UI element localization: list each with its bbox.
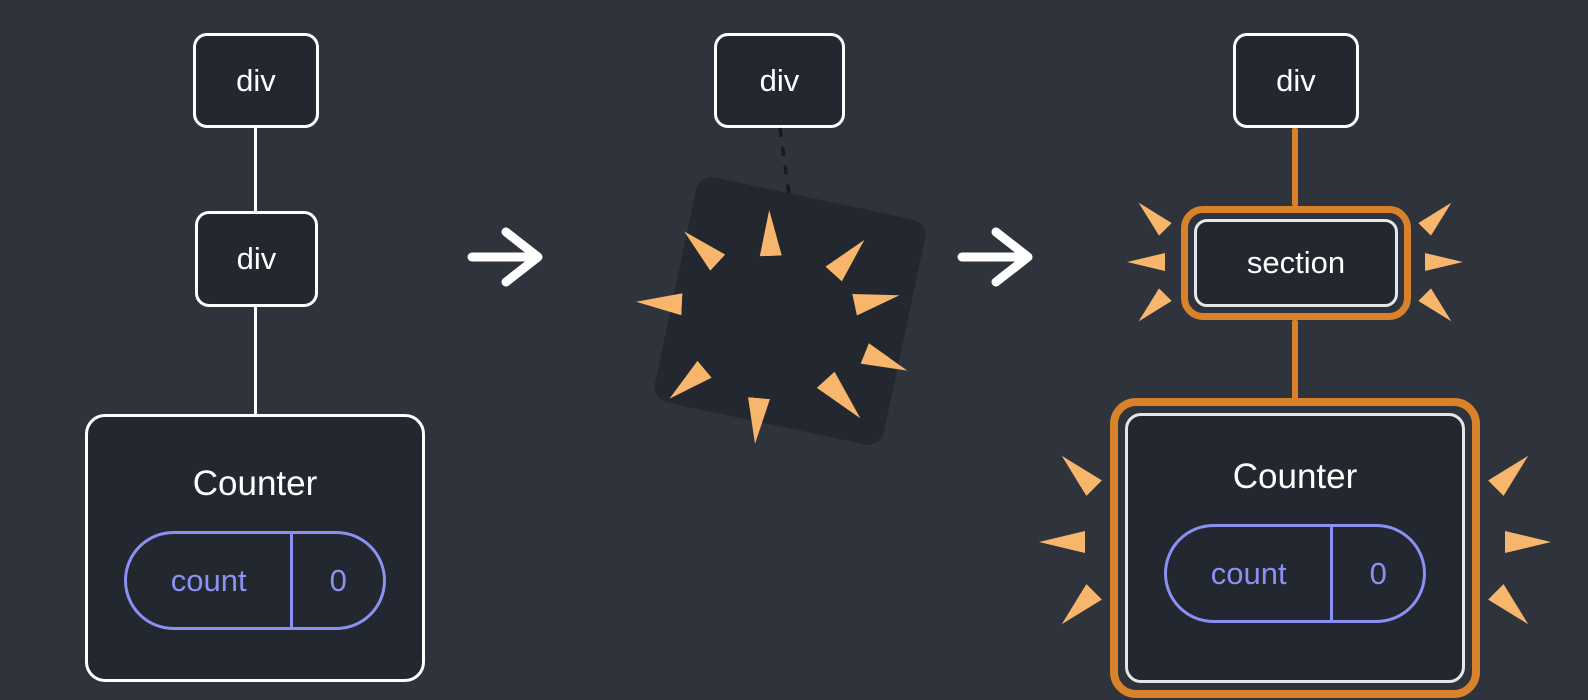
tree-node-div-child-before: div — [195, 211, 318, 307]
spark-icon — [1418, 288, 1458, 328]
state-value: 0 — [1369, 555, 1387, 591]
component-title: Counter — [192, 464, 318, 503]
connector-line-highlight — [1292, 320, 1298, 400]
state-pill: count 0 — [124, 531, 386, 630]
spark-icon — [1505, 531, 1551, 553]
tree-node-div-root-before: div — [193, 33, 319, 128]
tree-node-div-root-after: div — [1233, 33, 1359, 128]
spark-icon — [1054, 448, 1102, 496]
state-value: 0 — [329, 562, 347, 598]
destroyed-component-node — [651, 174, 929, 448]
connector-line-highlight — [1292, 128, 1298, 206]
tree-node-section: section — [1194, 219, 1398, 307]
arrow-right-icon — [957, 227, 1033, 287]
state-pill: count 0 — [1164, 524, 1426, 623]
state-key: count — [1167, 527, 1334, 620]
spark-icon — [1039, 531, 1085, 553]
state-key: count — [127, 534, 294, 627]
dashed-connector-line — [778, 127, 792, 203]
connector-line — [254, 128, 257, 211]
counter-component-card-before: Counter count 0 — [85, 414, 425, 682]
tree-node-div-root-during: div — [714, 33, 845, 128]
component-title: Counter — [1232, 457, 1358, 496]
spark-icon — [1054, 584, 1102, 632]
spark-icon — [1418, 196, 1458, 236]
spark-icon — [1132, 288, 1172, 328]
spark-icon — [1127, 253, 1165, 271]
counter-component-card-after-highlight: Counter count 0 — [1110, 398, 1480, 698]
spark-icon — [1132, 196, 1172, 236]
counter-component-card-after: Counter count 0 — [1125, 413, 1465, 683]
spark-icon — [1488, 448, 1536, 496]
connector-line — [254, 307, 257, 414]
spark-icon — [1488, 584, 1536, 632]
spark-icon — [1425, 253, 1463, 271]
tree-node-section-highlight: section — [1181, 206, 1411, 320]
arrow-right-icon — [467, 227, 543, 287]
